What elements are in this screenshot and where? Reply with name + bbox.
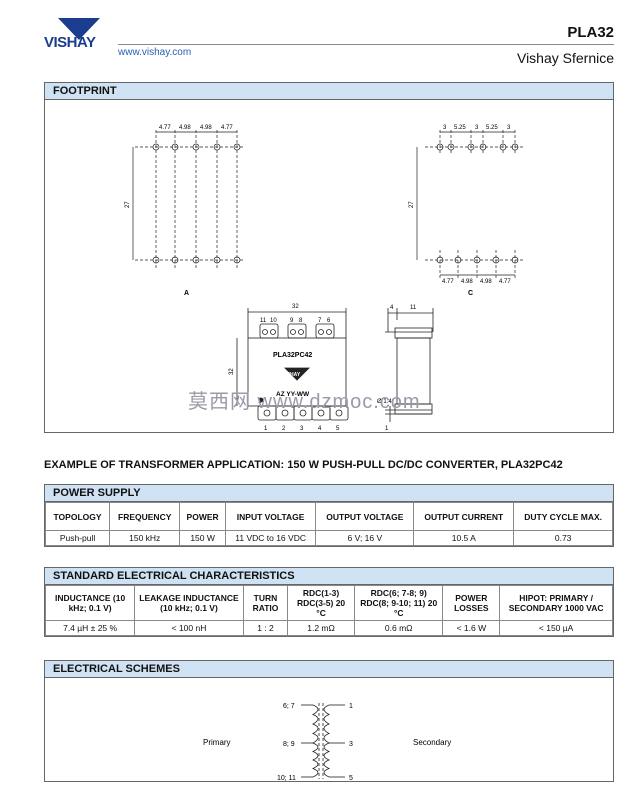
date-code: AZ YY-WW bbox=[276, 391, 310, 398]
top-pin-7: 7 bbox=[318, 318, 322, 324]
ps-header-output-i: OUTPUT CURRENT bbox=[413, 502, 515, 531]
ec-header-rdc-secondary: RDC(6; 7-8; 9) RDC(8; 9-10; 11) 20 °C bbox=[353, 585, 444, 621]
ps-topology: Push-pull bbox=[44, 530, 111, 546]
ps-output-current: 10.5 A bbox=[413, 530, 515, 546]
top-pin-10: 10 bbox=[270, 318, 277, 324]
vishay-logo-icon bbox=[58, 18, 100, 40]
side-pin-label: 1 bbox=[385, 426, 389, 432]
ps-power: 150 W bbox=[179, 530, 226, 546]
side-view bbox=[385, 308, 434, 422]
ps-header-input: INPUT VOLTAGE bbox=[224, 502, 317, 531]
ec-header-hipot: HIPOT: PRIMARY / SECONDARY 1000 VAC bbox=[499, 585, 613, 621]
bottom-pin-3: 3 bbox=[300, 426, 304, 432]
electrical-table: INDUCTANCE (10 kHz; 0.1 V) LEAKAGE INDUC… bbox=[44, 585, 613, 636]
ec-inductance: 7.4 µH ± 25 % bbox=[44, 620, 136, 636]
ps-output-voltage: 6 V; 16 V bbox=[315, 530, 415, 546]
footprint-title: FOOTPRINT bbox=[45, 83, 613, 100]
ps-header-output-v: OUTPUT VOLTAGE bbox=[315, 502, 415, 531]
watermark: 莫西网 www.dzmoc.com bbox=[188, 391, 421, 413]
transformer-schematic: Primary Secondary 6; 7 8; 9 10; 11 1 3 5 bbox=[203, 703, 451, 782]
ec-turn-ratio: 1 : 2 bbox=[242, 620, 289, 636]
c-bdim-4: 4.77 bbox=[499, 279, 511, 285]
ps-frequency: 150 kHz bbox=[109, 530, 181, 546]
ec-header-inductance: INDUCTANCE (10 kHz; 0.1 V) bbox=[44, 585, 136, 621]
c-dim-1: 3 bbox=[443, 125, 447, 131]
c-label: C bbox=[468, 290, 473, 297]
right-pin-1: 1 bbox=[349, 703, 353, 710]
ec-leakage: < 100 nH bbox=[134, 620, 244, 636]
body-height: 32 bbox=[229, 368, 235, 375]
a-dim-4: 4.77 bbox=[221, 125, 233, 131]
pin-diameter: Ø 1.4 bbox=[377, 399, 392, 405]
power-supply-title: POWER SUPPLY bbox=[45, 485, 613, 502]
c-dim-4: 5.25 bbox=[486, 125, 498, 131]
transformer-body bbox=[236, 308, 349, 421]
top-pin-6: 6 bbox=[327, 318, 331, 324]
left-pin-10-11: 10; 11 bbox=[277, 775, 296, 782]
a-dim-1: 4.77 bbox=[159, 125, 171, 131]
transformer-windings bbox=[301, 703, 345, 779]
a-label: A bbox=[184, 290, 189, 297]
ec-header-leakage: LEAKAGE INDUCTANCE (10 kHz; 0.1 V) bbox=[134, 585, 244, 621]
c-bdim-1: 4.77 bbox=[442, 279, 454, 285]
ec-header-rdc-primary: RDC(1-3) RDC(3-5) 20 °C bbox=[287, 585, 355, 621]
top-pin-9: 9 bbox=[290, 318, 294, 324]
vishay-url-link[interactable]: www.vishay.com bbox=[118, 47, 192, 58]
pin-dot-label: 1 bbox=[258, 399, 262, 405]
power-supply-table: TOPOLOGY FREQUENCY POWER INPUT VOLTAGE O… bbox=[44, 502, 613, 546]
bottom-pin-2: 2 bbox=[282, 426, 286, 432]
side-dim-4: 4 bbox=[390, 305, 394, 311]
c-height: 27 bbox=[409, 201, 415, 208]
ec-power-losses: < 1.6 W bbox=[442, 620, 501, 636]
ps-header-duty: DUTY CYCLE MAX. bbox=[513, 502, 613, 531]
ec-rdc-secondary: 0.6 mΩ bbox=[353, 620, 444, 636]
company-name: Vishay Sfernice bbox=[516, 50, 614, 66]
footprint-a bbox=[132, 130, 245, 270]
bottom-pin-1: 1 bbox=[264, 426, 268, 432]
ec-header-losses: POWER LOSSES bbox=[442, 585, 501, 621]
primary-label: Primary bbox=[203, 738, 231, 747]
c-dim-2: 5.25 bbox=[454, 125, 466, 131]
footprint-c bbox=[416, 130, 525, 278]
a-height: 27 bbox=[125, 201, 131, 208]
brand-name: VISHAY bbox=[44, 34, 96, 51]
bottom-pin-4: 4 bbox=[318, 426, 322, 432]
electrical-section: STANDARD ELECTRICAL CHARACTERISTICS INDU… bbox=[44, 567, 614, 637]
ps-input-voltage: 11 VDC to 16 VDC bbox=[224, 530, 317, 546]
top-pin-11: 11 bbox=[260, 318, 267, 324]
schemes-section: ELECTRICAL SCHEMES Primary Secondary 6; … bbox=[44, 660, 614, 782]
side-dim-11: 11 bbox=[410, 305, 417, 311]
ec-rdc-primary: 1.2 mΩ bbox=[287, 620, 355, 636]
c-dim-5: 3 bbox=[507, 125, 511, 131]
power-supply-section: POWER SUPPLY TOPOLOGY FREQUENCY POWER IN… bbox=[44, 484, 614, 547]
ec-hipot: < 150 µA bbox=[499, 620, 613, 636]
electrical-title: STANDARD ELECTRICAL CHARACTERISTICS bbox=[45, 568, 613, 585]
right-pin-3: 3 bbox=[349, 741, 353, 748]
secondary-label: Secondary bbox=[413, 738, 451, 747]
footprint-section: FOOTPRINT 4.77 4.98 4.98 4.77 27 A bbox=[44, 82, 614, 433]
footprint-drawing: 4.77 4.98 4.98 4.77 27 A 3 5.2 bbox=[125, 125, 525, 432]
left-pin-8-9: 8; 9 bbox=[283, 741, 295, 748]
ec-header-turn-ratio: TURN RATIO bbox=[242, 585, 289, 621]
ps-header-power: POWER bbox=[179, 502, 226, 531]
bottom-pin-5: 5 bbox=[336, 426, 340, 432]
body-logo-text: VISHAY bbox=[282, 372, 301, 378]
c-bdim-3: 4.98 bbox=[480, 279, 492, 285]
a-dim-2: 4.98 bbox=[179, 125, 191, 131]
c-bdim-2: 4.98 bbox=[461, 279, 473, 285]
header-rule bbox=[118, 44, 614, 45]
top-pin-8: 8 bbox=[299, 318, 303, 324]
example-title: EXAMPLE OF TRANSFORMER APPLICATION: 150 … bbox=[44, 459, 563, 471]
ps-header-topology: TOPOLOGY bbox=[44, 502, 111, 531]
part-number: PLA32 bbox=[567, 24, 614, 41]
a-dim-3: 4.98 bbox=[200, 125, 212, 131]
ps-header-frequency: FREQUENCY bbox=[109, 502, 181, 531]
left-pin-6-7: 6; 7 bbox=[283, 703, 295, 710]
right-pin-5: 5 bbox=[349, 775, 353, 782]
ps-duty-cycle: 0.73 bbox=[513, 530, 613, 546]
schemes-title: ELECTRICAL SCHEMES bbox=[45, 661, 613, 678]
body-width: 32 bbox=[292, 304, 299, 310]
c-dim-3: 3 bbox=[475, 125, 479, 131]
model-marking: PLA32PC42 bbox=[273, 352, 312, 359]
